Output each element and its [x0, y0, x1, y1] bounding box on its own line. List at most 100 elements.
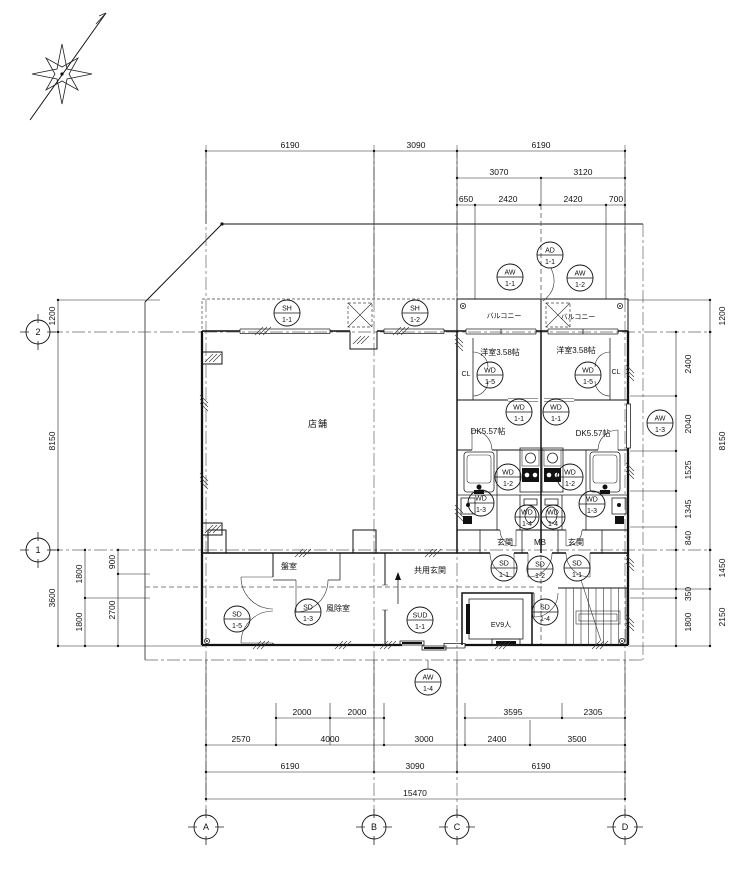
svg-text:AD: AD: [545, 248, 555, 255]
dim-label: 2400: [488, 734, 507, 744]
room-label-common-entrance: 共用玄関: [414, 565, 446, 575]
lavatory-left: [460, 497, 476, 515]
svg-text:SD: SD: [303, 605, 313, 612]
svg-text:WD: WD: [564, 470, 576, 477]
svg-text:1-3: 1-3: [655, 427, 665, 434]
tag-sd-1-4: SD1-4: [531, 598, 559, 626]
svg-text:1-4: 1-4: [522, 521, 532, 528]
dim-label: 900: [107, 555, 117, 569]
svg-text:1-1: 1-1: [505, 281, 515, 288]
svg-text:SD: SD: [535, 562, 545, 569]
dim-label: 1800: [74, 564, 84, 583]
dim-label: 650: [459, 194, 473, 204]
svg-text:1-2: 1-2: [410, 317, 420, 324]
dim-label: 350: [683, 587, 693, 601]
svg-text:SD: SD: [232, 612, 242, 619]
svg-text:AW: AW: [504, 270, 515, 277]
dim-label: 2000: [293, 707, 312, 717]
dim-label: 1345: [683, 499, 693, 518]
room-labels: 店舗 バルコニー バルコニー 洋室3.58帖 洋室3.58帖 CL CL DK5…: [281, 312, 621, 629]
tag-sd-1-2: SD1-2: [526, 555, 554, 583]
tag-wd-1-4-right: WD1-4: [540, 504, 566, 530]
svg-text:1-2: 1-2: [503, 481, 513, 488]
site-boundary: [144, 222, 644, 661]
grid-bubble-B: B: [356, 809, 392, 845]
room-label-closet-left: CL: [462, 371, 471, 378]
tag-wd-1-1-left: WD1-1: [505, 398, 533, 426]
svg-text:1: 1: [35, 545, 40, 555]
kitchen-counter-left: [519, 447, 542, 493]
room-label-meterbox: MB: [534, 538, 546, 547]
room-label-store: 店舗: [308, 418, 328, 429]
room-label-dk-right: DK5.57帖: [576, 428, 611, 438]
svg-text:1-1: 1-1: [514, 416, 524, 423]
tag-aw-1-1: AW 1-1: [496, 263, 524, 291]
svg-text:WD: WD: [586, 497, 598, 504]
dim-label: 1450: [717, 558, 727, 577]
room-label-entry-right: 玄関: [568, 537, 584, 547]
grid-bubble-C: C: [439, 809, 475, 845]
svg-text:WD: WD: [475, 496, 487, 503]
svg-text:1-3: 1-3: [476, 507, 486, 514]
room-label-dk-left: DK5.57帖: [471, 426, 506, 436]
dim-label: 2420: [499, 194, 518, 204]
wall-hatches: [199, 326, 635, 650]
room-label-panel-room: 盤室: [281, 561, 297, 571]
tag-aw-1-3: AW1-3: [646, 409, 674, 437]
room-label-balcony-right: バルコニー: [561, 313, 596, 321]
svg-text:WD: WD: [521, 510, 533, 517]
dim-label: 2570: [232, 734, 251, 744]
svg-text:1-1: 1-1: [545, 259, 555, 266]
tag-ad-1-1: AD 1-1: [536, 241, 564, 269]
dim-label: 2305: [584, 707, 603, 717]
dim-label: 15470: [403, 788, 427, 798]
tag-wd-1-2-right: WD1-2: [556, 463, 584, 491]
svg-text:1-5: 1-5: [485, 379, 495, 386]
dim-label: 1800: [74, 612, 84, 631]
tag-aw-1-4: AW1-4: [414, 668, 442, 696]
tag-wd-1-1-right: WD1-1: [542, 398, 570, 426]
grid-bubble-D: D: [607, 809, 643, 845]
svg-text:SD: SD: [540, 605, 550, 612]
tag-wd-1-5-right: WD 1-5: [574, 361, 602, 389]
dim-label: 2420: [564, 194, 583, 204]
svg-text:SD: SD: [572, 561, 582, 568]
dim-label: 700: [609, 194, 623, 204]
room-label-balcony-left: バルコニー: [487, 312, 522, 320]
dim-label: 3090: [406, 761, 425, 771]
grid-lines: [50, 145, 712, 812]
grid-bubble-A: A: [188, 809, 224, 845]
dim-label: 1200: [717, 306, 727, 325]
toilet-left: [523, 498, 538, 506]
tag-wd-1-5-left: WD1-5: [476, 361, 504, 389]
dim-label: 3595: [504, 707, 523, 717]
grid-bubble-1: 1: [20, 532, 56, 568]
svg-text:1-1: 1-1: [499, 572, 509, 579]
svg-text:1-1: 1-1: [282, 317, 292, 324]
tag-aw-1-2: AW1-2: [566, 264, 594, 292]
dim-label: 2040: [683, 414, 693, 433]
svg-text:1-5: 1-5: [583, 379, 593, 386]
svg-text:SH: SH: [410, 306, 420, 313]
tag-sd-1-1-right: SD 1-1: [563, 554, 591, 582]
dim-label: 1525: [683, 460, 693, 479]
dim-label: 3070: [490, 167, 509, 177]
dim-label: 6190: [281, 140, 300, 150]
svg-text:1-2: 1-2: [575, 282, 585, 289]
svg-text:1-1: 1-1: [572, 572, 582, 579]
dim-label: 1200: [47, 306, 57, 325]
lavatory-right: [611, 497, 627, 515]
dim-label: 2700: [107, 600, 117, 619]
tag-sh-1-1: SH1-1: [273, 299, 301, 327]
svg-text:D: D: [622, 822, 629, 832]
svg-text:WD: WD: [582, 368, 594, 375]
dim-label: 8150: [717, 431, 727, 450]
kitchen-counter-right: [541, 447, 564, 493]
dim-label: 6190: [281, 761, 300, 771]
svg-text:1-3: 1-3: [303, 616, 313, 623]
svg-text:WD: WD: [547, 510, 559, 517]
dim-label: 2150: [717, 607, 727, 626]
svg-text:WD: WD: [550, 405, 562, 412]
